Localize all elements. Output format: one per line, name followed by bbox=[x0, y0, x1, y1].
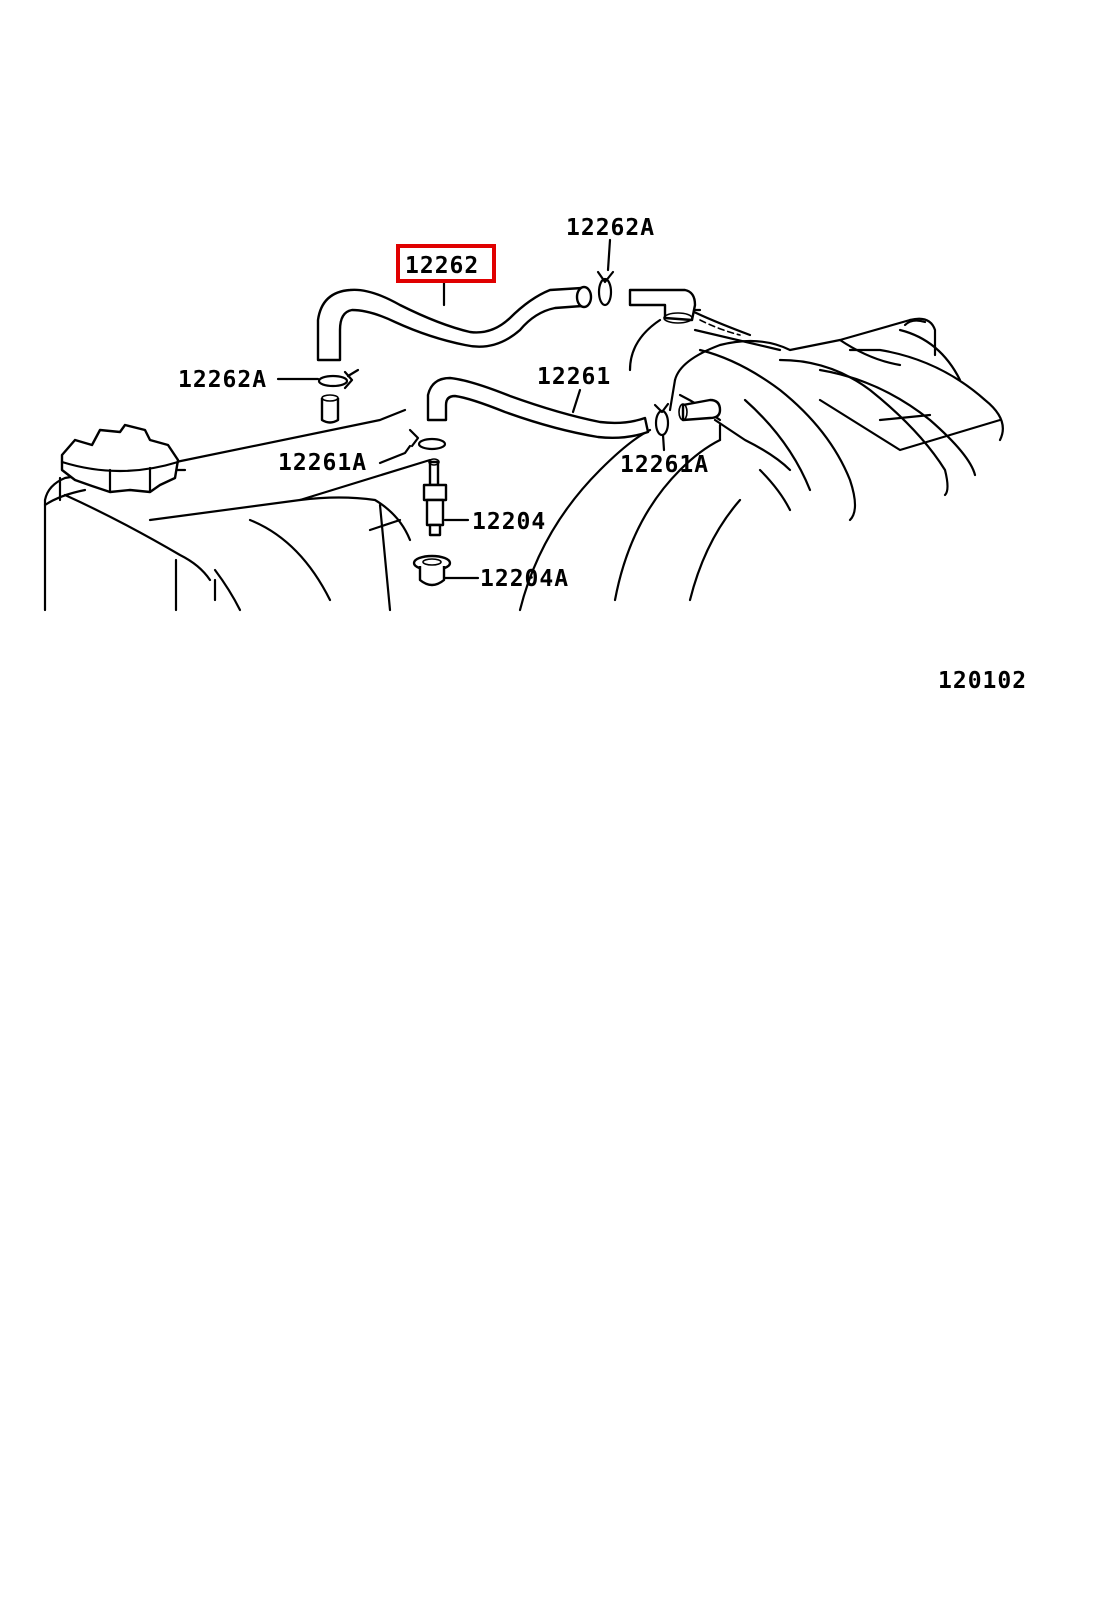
figure-number: 120102 bbox=[938, 668, 1027, 694]
fitting-upper-right-icon bbox=[628, 288, 697, 324]
fitting-lower-right-icon bbox=[678, 398, 722, 422]
clamp-12261a-right-icon bbox=[653, 402, 670, 437]
clamp-12262a-top-icon bbox=[596, 270, 615, 307]
oil-filler-cap-icon bbox=[60, 423, 180, 494]
clamp-12261a-left-icon bbox=[408, 428, 447, 451]
nipple-icon bbox=[320, 394, 340, 424]
pcv-valve-12204-icon bbox=[422, 458, 448, 537]
callout-12261a-left: 12261A bbox=[278, 450, 367, 476]
callout-12261: 12261 bbox=[537, 364, 611, 390]
clamp-12262a-left-icon bbox=[317, 368, 360, 390]
callout-12261a-right: 12261A bbox=[620, 452, 709, 478]
hose-12262-icon bbox=[316, 285, 593, 362]
highlight-box bbox=[396, 244, 496, 283]
callout-12262: 12262 bbox=[405, 253, 479, 279]
hose-12261-icon bbox=[426, 376, 650, 440]
callout-12204: 12204 bbox=[472, 509, 546, 535]
callout-12204a: 12204A bbox=[480, 566, 569, 592]
callout-12262a-top: 12262A bbox=[566, 215, 655, 241]
leader-lines bbox=[276, 238, 666, 580]
grommet-12204a-icon bbox=[412, 554, 452, 587]
callout-12262a-left: 12262A bbox=[178, 367, 267, 393]
engine-outline bbox=[43, 308, 1004, 612]
